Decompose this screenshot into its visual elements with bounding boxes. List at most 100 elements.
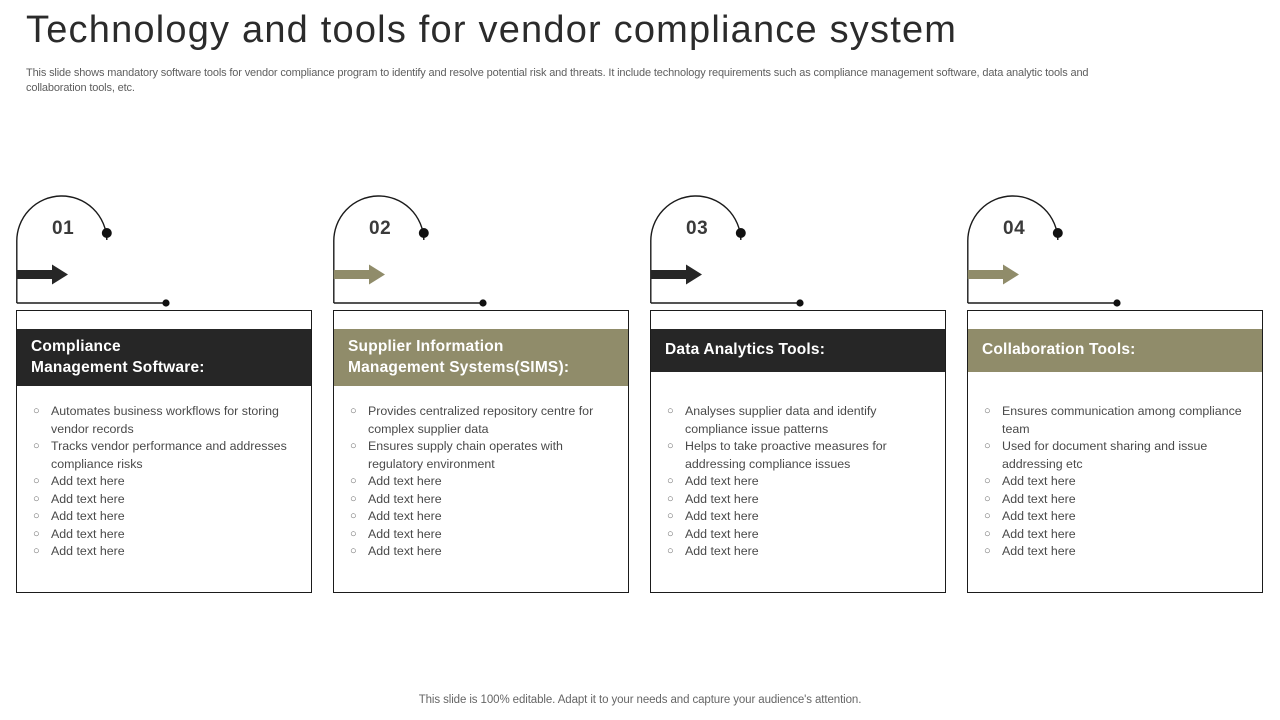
list-item-label: Analyses supplier data and identify comp… [685,404,877,436]
list-item: ○ Add text here [348,473,616,491]
list-item-label: Add text here [368,474,442,488]
bullet-list-1: ○ Automates business workflows for storin… [31,403,299,561]
step-column-4: 04 Collaboration Tools: ○ Ensures communi… [967,182,1265,593]
list-item-label: Add text here [685,544,759,558]
list-item: ○Add text here [982,543,1250,561]
list-item-label: Add text here [685,474,759,488]
step-number-4: 04 [1003,218,1026,239]
list-item: ○ Ensures supply chain operates with regu… [348,438,616,473]
step-arc-graphic-4: 04 [967,182,1265,307]
arc-diagram-icon [16,195,170,307]
bullet-circle-icon: ○ [33,527,40,540]
bullet-circle-icon: ○ [984,405,991,417]
arrow-icon-1 [16,264,68,285]
bullet-circle-icon: ○ [667,545,674,557]
card-header-2: Supplier Information Management Systems(… [334,329,628,386]
list-item: ○ Add text here [665,526,933,544]
list-item: ○Add text here [665,508,933,526]
bullet-list-2: ○ Provides centralized repository centre … [348,403,616,561]
list-item-label: Provides centralized repository centre f… [368,404,594,436]
step-arc-graphic-2: 02 [333,182,631,307]
list-item-label: Add text here [368,544,442,558]
bullet-circle-icon: ○ [984,545,991,557]
bullet-list-4: ○ Ensures communication among compliance … [982,403,1250,561]
bullet-circle-icon: ○ [350,545,357,557]
step-column-3: 03 Data Analytics Tools: ○ Analyses suppl… [650,182,948,593]
arc-diagram-icon [333,195,487,307]
list-item: ○Add text here [31,473,299,491]
list-item-label: Helps to take proactive measures for add… [685,439,887,471]
info-card-4[interactable]: Collaboration Tools: ○ Ensures communicat… [967,310,1263,593]
list-item: ○ Tracks vendor performance and addresses… [31,438,299,473]
list-item-label: Add text here [368,526,442,541]
footer-note: This slide is 100% editable. Adapt it to… [418,694,862,706]
list-item: ○ Add text here [31,508,299,526]
list-item-label: Ensures supply chain operates with regul… [368,439,563,471]
list-item-label: Add text here [1002,474,1076,488]
info-card-3[interactable]: Data Analytics Tools: ○ Analyses supplier… [650,310,946,593]
list-item-label: Add text here [1002,491,1076,506]
list-item: ○ Add text here [665,543,933,561]
bullet-circle-icon: ○ [33,440,40,452]
page-title: Technology and tools for vendor complian… [26,9,958,51]
list-item: ○Add text here [31,491,299,509]
list-item-label: Add text here [685,491,759,506]
info-card-1[interactable]: Compliance Management Software: ○ Automat… [16,310,312,593]
card-heading-line: Management Software: [31,359,205,376]
card-heading-line: Supplier Information [348,338,504,355]
list-item: ○ Add text here [348,526,616,544]
list-item-label: Automates business workflows for storing… [51,404,279,436]
bullet-circle-icon: ○ [350,492,357,505]
list-item-label: Add text here [368,509,442,523]
arc-diagram-icon [967,195,1121,307]
arc-diagram-icon [650,195,804,307]
info-card-2[interactable]: Supplier Information Management Systems(… [333,310,629,593]
list-item: ○ Analyses supplier data and identify com… [665,403,933,438]
bullet-circle-icon: ○ [984,510,991,522]
list-item: ○Add text here [31,526,299,544]
list-item: ○Add text here [982,508,1250,526]
page-subtitle: This slide shows mandatory software tool… [26,67,1089,94]
bullet-circle-icon: ○ [667,492,674,505]
card-header-3: Data Analytics Tools: [651,329,945,372]
card-header-4: Collaboration Tools: [968,329,1262,372]
card-body-4: ○ Ensures communication among compliance … [968,403,1262,561]
step-number-3: 03 [686,218,709,239]
list-item-label: Tracks vendor performance and addresses … [51,439,287,471]
card-heading-line: Collaboration Tools: [982,341,1136,358]
card-heading-line: Management Systems(SIMS): [348,359,570,376]
list-item: ○ Add text here [348,543,616,561]
bullet-circle-icon: ○ [667,440,674,452]
arrow-icon-2 [333,264,385,285]
list-item-label: Add text here [51,509,125,523]
bullet-circle-icon: ○ [984,475,991,487]
bullet-circle-icon: ○ [984,492,991,505]
bullet-circle-icon: ○ [667,510,674,522]
list-item: ○Provides centralized repository centre … [348,403,616,438]
bullet-circle-icon: ○ [33,510,40,522]
bullet-circle-icon: ○ [350,527,357,540]
bullet-circle-icon: ○ [667,527,674,540]
list-item: ○Used for document sharing and issue add… [982,438,1250,473]
bullet-circle-icon: ○ [33,492,40,505]
bullet-circle-icon: ○ [350,475,357,487]
step-arc-graphic-1: 01 [16,182,314,307]
bullet-list-3: ○ Analyses supplier data and identify com… [665,403,933,561]
list-item-label: Add text here [51,544,125,558]
bullet-circle-icon: ○ [350,440,357,452]
card-body-3: ○ Analyses supplier data and identify com… [651,403,945,561]
list-item: ○Add text here [348,508,616,526]
step-arc-graphic-3: 03 [650,182,948,307]
list-item-label: Ensures communication among compliance t… [1002,404,1242,436]
bullet-circle-icon: ○ [667,405,674,417]
bullet-circle-icon: ○ [33,405,40,417]
list-item-label: Add text here [51,474,125,488]
bullet-circle-icon: ○ [984,440,991,452]
list-item-label: Add text here [685,526,759,541]
list-item: ○Add text here [31,543,299,561]
bullet-circle-icon: ○ [984,527,991,540]
list-item-label: Add text here [368,491,442,506]
card-header-1: Compliance Management Software: [17,329,311,386]
arrow-icon-3 [650,264,702,285]
step-column-1: 01 Compliance Management Software: ○ Auto… [16,182,314,593]
